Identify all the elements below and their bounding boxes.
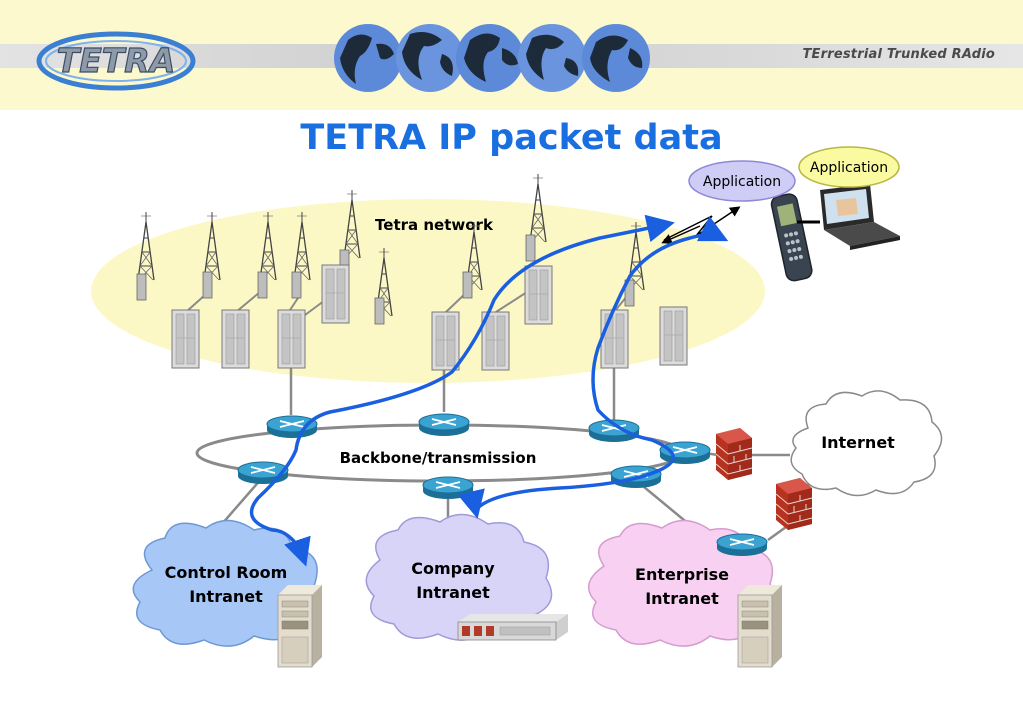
cloud-icon	[365, 513, 553, 641]
company-label-line2: Intranet	[416, 583, 490, 602]
globe-icon	[456, 24, 524, 92]
control-room-label-line1: Control Room	[165, 563, 288, 582]
enterprise-label-line1: Enterprise	[635, 565, 729, 584]
internet-label: Internet	[821, 433, 895, 452]
company-cloud	[365, 513, 553, 641]
mobile-phone-icon	[770, 193, 813, 282]
rack-server-icon	[457, 614, 568, 641]
application-bubble-2	[798, 146, 900, 188]
control-room-label-line2: Intranet	[189, 587, 263, 606]
router-icon	[266, 415, 318, 439]
router-icon	[716, 533, 768, 557]
slide-title: TETRA IP packet data	[300, 118, 723, 158]
firewall-icon	[775, 477, 813, 531]
tetra-network-area	[91, 199, 765, 383]
svg-text:TETRA: TETRA	[57, 41, 176, 80]
globes-group	[334, 24, 650, 92]
tetra-network-label: Tetra network	[375, 216, 494, 234]
data-flow-arrow-control-room	[249, 214, 675, 557]
firewall-icon	[715, 427, 753, 481]
internet-cloud	[790, 390, 943, 497]
globe-icon	[518, 24, 586, 92]
globe-icon	[582, 24, 650, 92]
tagline: TErrestrial Trunked RAdio	[802, 47, 995, 62]
router-icon	[418, 413, 470, 437]
cloud-icon	[790, 390, 943, 497]
application-label-1: Application	[703, 174, 781, 190]
enterprise-label-line2: Intranet	[645, 589, 719, 608]
router-icon	[659, 441, 711, 465]
header-banner: TETRA	[0, 0, 1023, 110]
backbone-label: Backbone/transmission	[340, 449, 537, 467]
company-label-line1: Company	[411, 559, 495, 578]
globe-icon	[396, 24, 464, 92]
tetra-logo: TETRA	[36, 31, 196, 91]
router-icon	[422, 476, 474, 500]
globe-icon	[334, 24, 402, 92]
application-bubble-1	[688, 160, 796, 202]
server-icon	[277, 584, 323, 668]
application-label-2: Application	[810, 160, 888, 176]
data-flow-arrow-company	[472, 216, 729, 514]
server-icon	[737, 584, 783, 668]
laptop-icon	[820, 184, 900, 250]
